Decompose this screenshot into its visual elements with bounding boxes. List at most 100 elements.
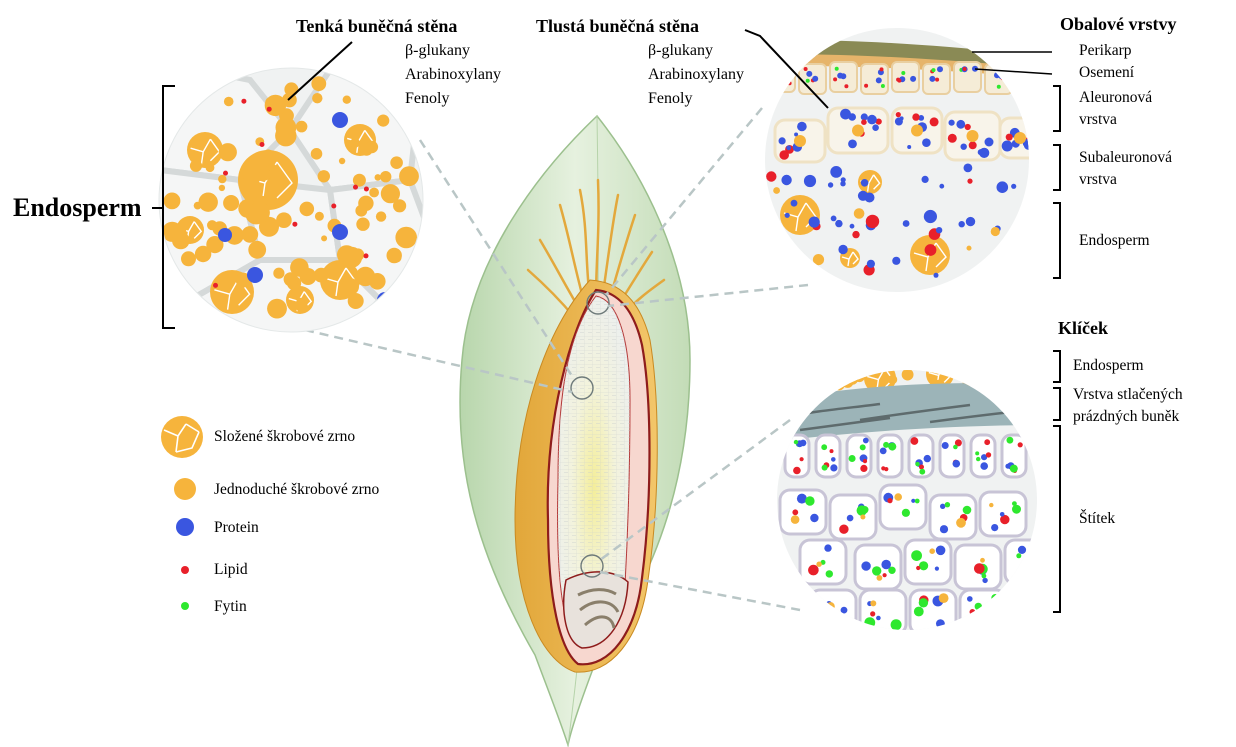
aleurone-particle — [901, 71, 905, 75]
scutellum-particle — [919, 465, 924, 470]
aleurone-particle — [880, 67, 884, 71]
endosperm-particle — [854, 208, 865, 219]
aleurone-particle — [1002, 76, 1006, 80]
scutellum-particle — [939, 593, 949, 603]
subaleurone-label: Subaleuronová — [1079, 149, 1172, 168]
scutellum-cell — [1005, 540, 1051, 584]
simple-starch-granule — [164, 193, 181, 210]
outer-layers-title: Obalové vrstvy — [1060, 14, 1177, 36]
simple-starch-granule — [956, 370, 966, 380]
scutellum-particle — [794, 440, 798, 444]
simple-starch-granule — [366, 141, 378, 153]
scutellum-particle — [815, 622, 823, 630]
scutellum-particle — [831, 457, 836, 462]
subaleurone-particle — [961, 144, 967, 150]
scutellum-particle — [881, 560, 891, 570]
scutellum-particle — [982, 574, 987, 579]
scutellum-particle — [880, 448, 887, 455]
scutellum-particle — [863, 459, 867, 463]
simple-starch-granule — [199, 193, 218, 212]
subaleurone-particle — [1006, 134, 1013, 141]
thin-wall-item: Arabinoxylany — [405, 65, 501, 84]
scutellum-particle — [1025, 552, 1035, 562]
simple-starch-granule — [852, 125, 864, 137]
endosperm-particle — [785, 213, 790, 218]
aleurone-particle — [776, 71, 782, 77]
subaleurone-particle — [922, 138, 931, 147]
endosperm-particle — [892, 257, 900, 265]
endosperm-particle — [903, 220, 910, 227]
scutellum-particle — [805, 496, 814, 505]
endosperm-label: Endosperm — [13, 192, 142, 223]
endosperm-particle — [781, 175, 791, 185]
aleurone-particle — [864, 84, 868, 88]
scutellum-particle — [982, 578, 987, 583]
scutellum-particle — [1037, 558, 1041, 562]
simple-starch-granule — [339, 158, 345, 164]
subaleurone-particle — [912, 113, 919, 120]
simple-starch-granule — [380, 171, 391, 182]
scutellum-particle — [956, 518, 966, 528]
compound-starch-icon — [161, 416, 203, 458]
scutellum-particle — [936, 619, 945, 628]
simple-starch-granule — [181, 251, 196, 266]
protein-body — [377, 292, 393, 308]
simple-starch-granule — [388, 190, 396, 198]
scutellum-particle — [821, 444, 827, 450]
scutellum-particle — [830, 464, 837, 471]
aleurone-cell — [954, 62, 981, 92]
simple-starch-granule — [356, 218, 369, 231]
legend-label-simple-starch: Jednoduché škrobové zrno — [214, 481, 379, 500]
phytin-icon — [181, 602, 189, 610]
scutellum-particle — [986, 452, 991, 457]
subaleurone-particle — [840, 109, 851, 120]
scutellum-particle — [864, 617, 875, 628]
simple-starch-granule — [243, 168, 260, 185]
simple-starch-granule — [218, 175, 226, 183]
simple-starch-granule — [242, 226, 259, 243]
lipid-droplet — [292, 222, 297, 227]
simple-starch-granule — [337, 245, 356, 264]
scutellum-cell — [960, 590, 1006, 634]
aleurone-particle — [833, 77, 837, 81]
aleurone-particle — [1033, 66, 1039, 72]
scutellum-particle — [953, 445, 958, 450]
simple-starch-granule — [223, 195, 239, 211]
scutellum-particle — [883, 573, 887, 577]
scutellum-particle — [860, 465, 867, 472]
scutellum-cell — [816, 435, 840, 477]
scutellum-particle — [974, 563, 985, 574]
aleurone-particle — [771, 73, 777, 79]
endosperm-particle — [991, 227, 1000, 236]
simple-starch-granule — [284, 82, 298, 96]
aleurone-particle — [963, 67, 967, 71]
simple-starch-granule — [342, 278, 359, 295]
scutellum-particle — [887, 498, 892, 503]
germ-endosperm-label: Endosperm — [1073, 357, 1144, 376]
endosperm-particle — [966, 217, 975, 226]
aleurone-particle — [897, 79, 901, 83]
simple-starch-granule — [248, 202, 270, 224]
scutellum-particle — [919, 598, 928, 607]
scutellum-particle — [936, 546, 946, 556]
scutellum-particle — [940, 504, 945, 509]
scutellum-particle — [861, 506, 868, 513]
thin-wall-item: β-glukany — [405, 41, 470, 60]
scutellum-particle — [870, 600, 876, 606]
endosperm-magnified — [140, 60, 440, 350]
simple-starch-granule — [343, 96, 351, 104]
simple-starch-granule — [311, 76, 326, 91]
protein-icon — [176, 518, 194, 536]
aleurone-particle — [806, 79, 810, 83]
endosperm-particle — [866, 215, 879, 228]
endosperm-particle — [964, 164, 973, 173]
scutellum-particle — [816, 562, 821, 567]
simple-starch-granule — [390, 156, 403, 169]
scutellum-particle — [980, 462, 988, 470]
subaleurone-particle — [969, 141, 977, 149]
scutellum-particle — [929, 548, 935, 554]
legend-label-compound-starch: Složené škrobové zrno — [214, 428, 355, 447]
scutellum-particle — [834, 614, 839, 619]
scutellum-particle — [935, 567, 939, 571]
scutellum-particle — [1018, 442, 1023, 447]
